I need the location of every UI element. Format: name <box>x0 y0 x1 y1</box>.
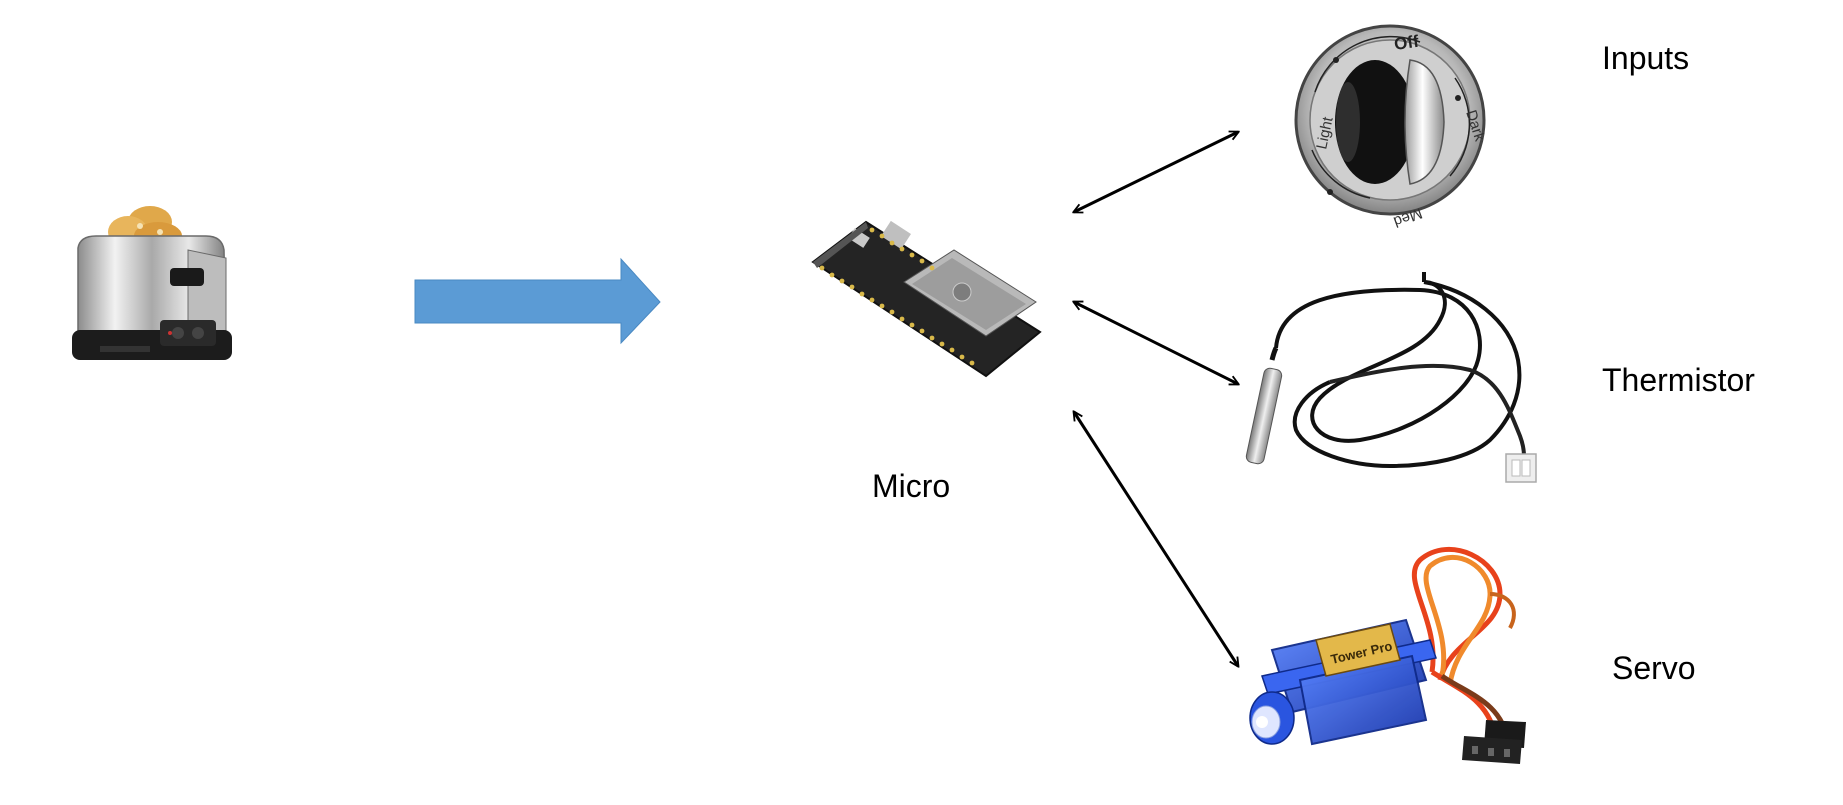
block-arrow <box>414 257 661 345</box>
toaster-image <box>72 206 232 360</box>
label-thermistor: Thermistor <box>1602 362 1755 398</box>
knob-mark-off: Off <box>1393 32 1420 54</box>
servo-motor-image: Tower Pro <box>1249 547 1526 764</box>
connector-arrow-thermistor <box>1074 300 1238 386</box>
label-micro: Micro <box>872 468 951 504</box>
label-inputs: Inputs <box>1602 40 1690 76</box>
toaster-knob-image: Off Dark Med Light <box>1294 24 1488 230</box>
connector-arrow-inputs <box>1074 132 1238 212</box>
esp32-board-image <box>811 220 1042 378</box>
label-servo: Servo <box>1612 650 1696 686</box>
thermistor-probe-image <box>1245 272 1537 483</box>
knob-mark-light: Light <box>1313 115 1337 151</box>
connector-arrow-servo <box>1074 412 1238 666</box>
